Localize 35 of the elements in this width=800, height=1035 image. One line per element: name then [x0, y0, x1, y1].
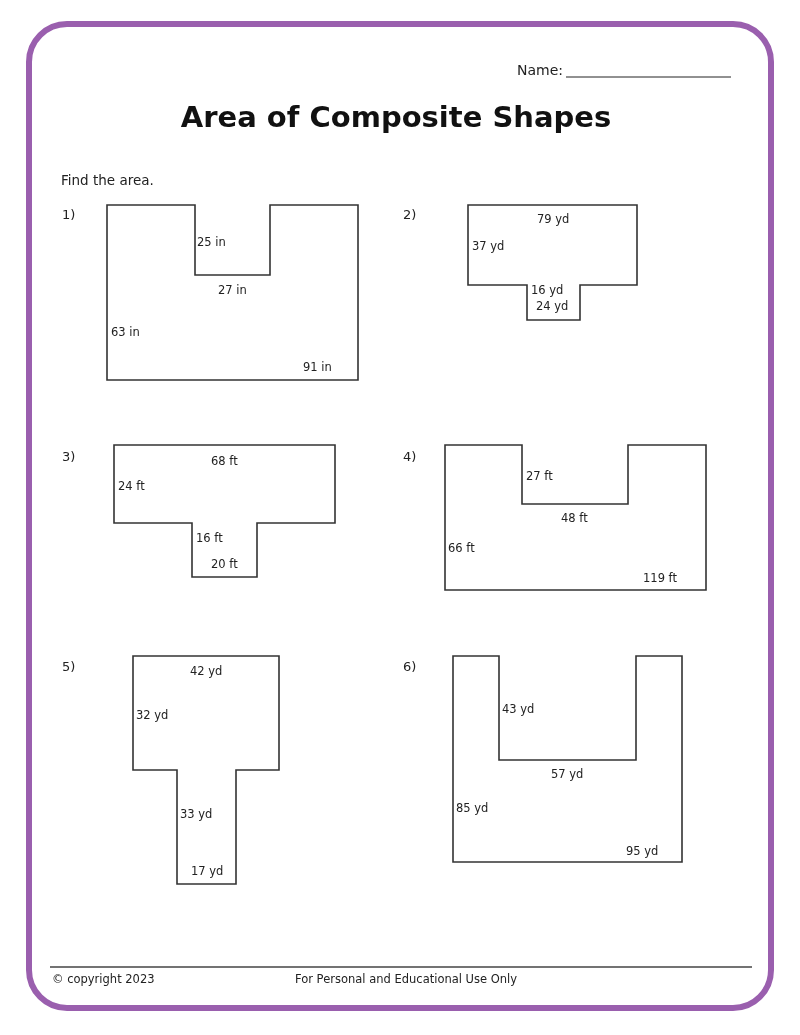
dimension-label: 20 ft: [211, 557, 238, 571]
dimension-label: 27 ft: [526, 469, 553, 483]
dimension-label: 32 yd: [136, 708, 169, 722]
problem-number: 5): [62, 659, 76, 674]
title: Area of Composite Shapes: [179, 100, 613, 134]
dimension-label: 17 yd: [191, 864, 224, 878]
dimension-label: 68 ft: [211, 454, 238, 468]
dimension-label: 85 yd: [456, 801, 489, 815]
dimension-label: 25 in: [197, 235, 226, 249]
instruction: Find the area.: [61, 172, 154, 188]
problem-number: 2): [403, 207, 417, 222]
problem-number: 6): [403, 659, 417, 674]
dimension-label: 63 in: [111, 325, 140, 339]
dimension-label: 37 yd: [472, 239, 505, 253]
dimension-label: 16 ft: [196, 531, 223, 545]
problem-number: 1): [62, 207, 76, 222]
dimension-label: 119 ft: [643, 571, 677, 585]
dimension-label: 48 ft: [561, 511, 588, 525]
dimension-label: 24 ft: [118, 479, 145, 493]
dimension-label: 91 in: [303, 360, 332, 374]
problem-number: 3): [62, 449, 76, 464]
dimension-label: 24 yd: [536, 299, 569, 313]
name-label: Name:: [517, 62, 564, 78]
dimension-label: 16 yd: [531, 283, 564, 297]
dimension-label: 33 yd: [180, 807, 213, 821]
dimension-label: 57 yd: [551, 767, 584, 781]
dimension-label: 43 yd: [502, 702, 535, 716]
dimension-label: 42 yd: [190, 664, 223, 678]
dimension-label: 95 yd: [626, 844, 659, 858]
dimension-label: 27 in: [218, 283, 247, 297]
problem-number: 4): [403, 449, 417, 464]
copyright-notice: © copyright 2023: [52, 972, 155, 986]
usage-notice: For Personal and Educational Use Only: [295, 972, 518, 986]
dimension-label: 79 yd: [537, 212, 570, 226]
dimension-label: 66 ft: [448, 541, 475, 555]
